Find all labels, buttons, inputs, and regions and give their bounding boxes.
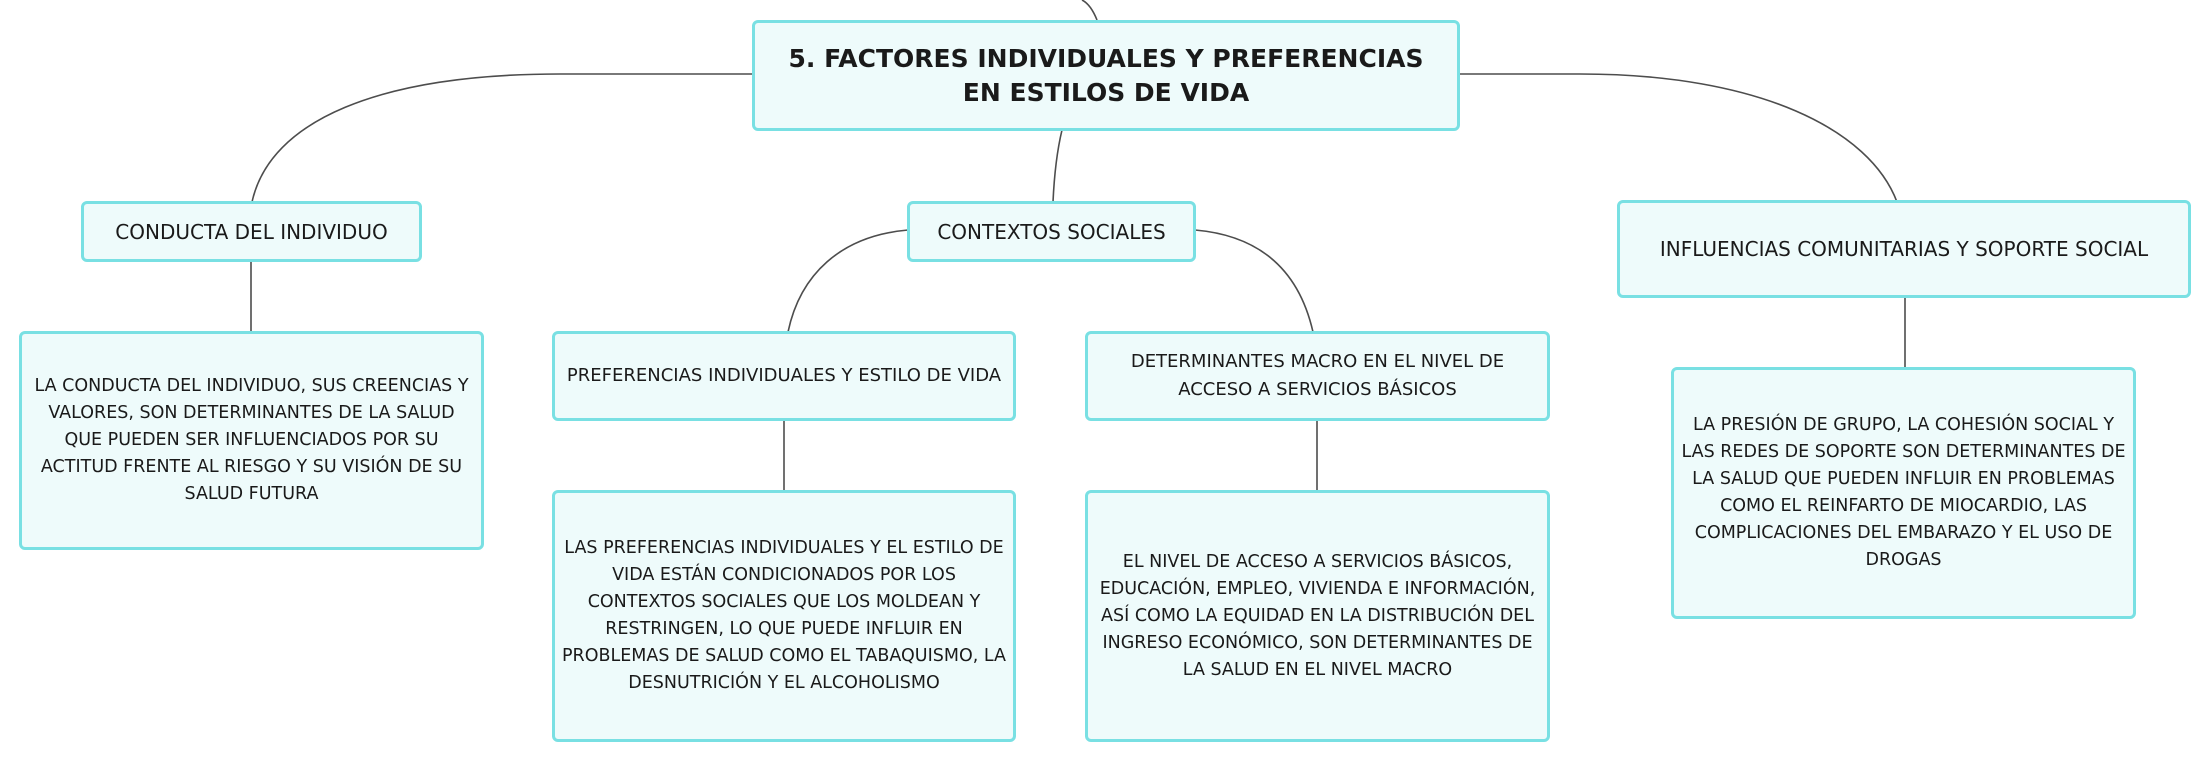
root-topic[interactable]: 5. FACTORES INDIVIDUALES Y PREFERENCIAS … [752,20,1460,131]
connector-root-to-conducta [251,73,752,203]
subtopic-macro-label: DETERMINANTES MACRO EN EL NIVEL DE ACCES… [1130,351,1505,400]
branch-influencias-label: INFLUENCIAS COMUNITARIAS Y SOPORTE SOCIA… [1659,237,2149,261]
detail-conducta-text: LA CONDUCTA DEL INDIVIDUO, SUS CREENCIAS… [34,376,469,504]
subtopic-determinantes-macro[interactable]: DETERMINANTES MACRO EN EL NIVEL DE ACCES… [1085,331,1550,421]
root-topic-label: 5. FACTORES INDIVIDUALES Y PREFERENCIAS … [788,43,1424,107]
connector-contextos-to-macro [1194,229,1314,333]
branch-conducta-label: CONDUCTA DEL INDIVIDUO [115,219,388,244]
subtopic-preferencias-individuales[interactable]: PREFERENCIAS INDIVIDUALES Y ESTILO DE VI… [552,331,1016,421]
detail-macro-text: EL NIVEL DE ACCESO A SERVICIOS BÁSICOS, … [1099,551,1536,680]
branch-contextos-sociales[interactable]: CONTEXTOS SOCIALES [907,201,1196,262]
detail-influencias-comunitarias[interactable]: LA PRESIÓN DE GRUPO, LA COHESIÓN SOCIAL … [1671,367,2136,619]
branch-conducta-del-individuo[interactable]: CONDUCTA DEL INDIVIDUO [81,201,422,262]
branch-contextos-label: CONTEXTOS SOCIALES [937,219,1166,244]
connector-root-to-influencias [1460,73,1898,203]
branch-influencias-comunitarias[interactable]: INFLUENCIAS COMUNITARIAS Y SOPORTE SOCIA… [1617,200,2191,298]
detail-preferencias-text: LAS PREFERENCIAS INDIVIDUALES Y EL ESTIL… [561,538,1006,693]
detail-conducta-del-individuo[interactable]: LA CONDUCTA DEL INDIVIDUO, SUS CREENCIAS… [19,331,484,550]
connector-root-to-parent [1081,0,1098,21]
detail-preferencias-individuales[interactable]: LAS PREFERENCIAS INDIVIDUALES Y EL ESTIL… [552,490,1016,742]
detail-influencias-text: LA PRESIÓN DE GRUPO, LA COHESIÓN SOCIAL … [1681,415,2126,570]
detail-determinantes-macro[interactable]: EL NIVEL DE ACCESO A SERVICIOS BÁSICOS, … [1085,490,1550,742]
subtopic-preferencias-label: PREFERENCIAS INDIVIDUALES Y ESTILO DE VI… [566,365,1002,386]
connector-root-to-contextos [1052,129,1063,203]
connector-contextos-to-preferencias [787,229,909,333]
